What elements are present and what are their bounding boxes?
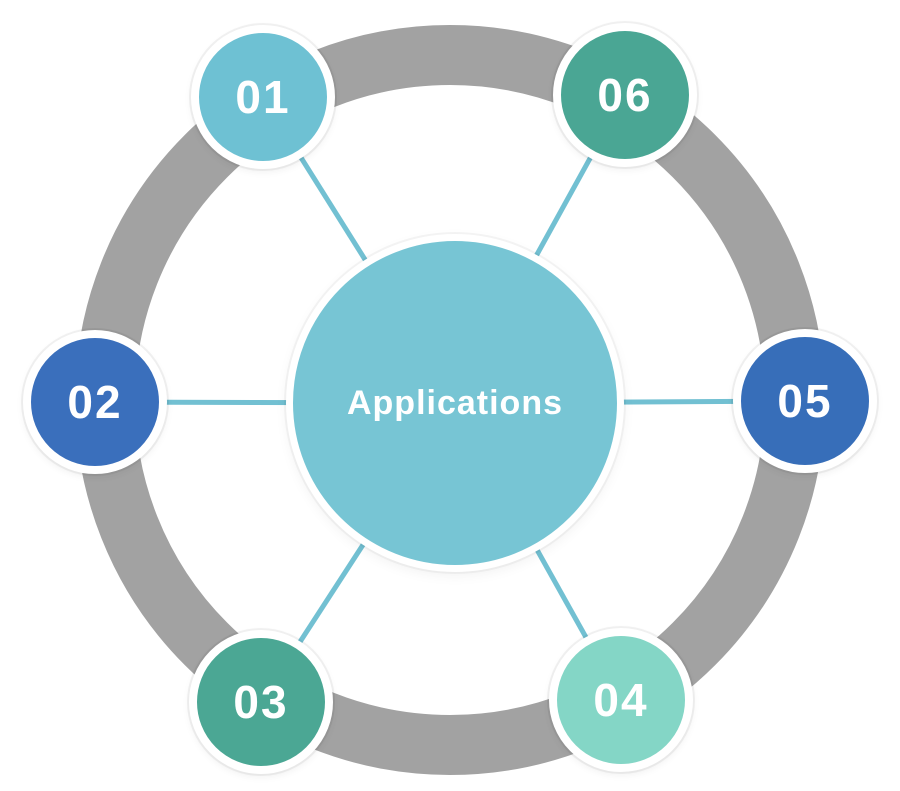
node-03: 03 <box>189 630 333 774</box>
node-02: 02 <box>23 330 167 474</box>
node-06: 06 <box>553 23 697 167</box>
node-04: 04 <box>549 628 693 772</box>
center-node-applications: Applications <box>286 234 624 572</box>
node-04-label: 04 <box>593 674 649 726</box>
node-01: 01 <box>191 25 335 169</box>
node-05-label: 05 <box>777 375 833 427</box>
node-01-label: 01 <box>235 71 291 123</box>
node-03-label: 03 <box>233 676 289 728</box>
node-06-label: 06 <box>597 69 653 121</box>
node-05: 05 <box>733 329 877 473</box>
node-02-label: 02 <box>67 376 123 428</box>
center-node-label: Applications <box>346 383 564 422</box>
